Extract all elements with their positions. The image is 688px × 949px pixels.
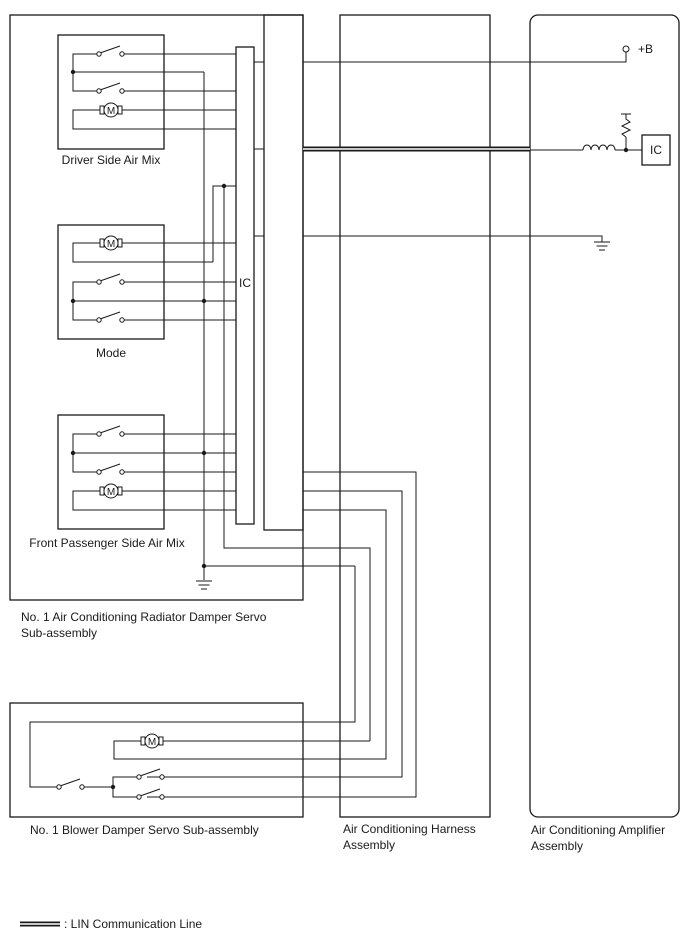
label-amplifier-ic: IC (650, 143, 662, 157)
label-harness-assembly: Air Conditioning Harness Assembly (343, 822, 479, 852)
blower-harness-wires (29, 471, 417, 798)
driver-air-mix-circuit (70, 45, 236, 130)
switch-contacts (56, 45, 630, 800)
blower-damper-servo-box (9, 702, 304, 818)
amplifier-ic-box (641, 134, 671, 166)
motor-front-passenger-air-mix: M (99, 483, 123, 499)
motor-mode: M (99, 235, 123, 251)
motor-label: M (107, 239, 115, 250)
label-driver-air-mix: Driver Side Air Mix (62, 153, 161, 167)
motor-driver-air-mix: M (99, 102, 123, 118)
label-radiator-damper-servo: No. 1 Air Conditioning Radiator Damper S… (21, 610, 270, 640)
servo-connector-strip (263, 14, 304, 531)
legend-lin-label: : LIN Communication Line (64, 917, 202, 931)
motor-label: M (148, 737, 156, 748)
amplifier-wires (254, 52, 671, 251)
label-battery: +B (638, 42, 653, 56)
motor-label: M (107, 487, 115, 498)
motor-blower-damper: M (140, 733, 164, 749)
motor-label: M (107, 106, 115, 117)
legend: : LIN Communication Line (20, 917, 202, 931)
harness-assembly-box (339, 14, 491, 818)
servo-ic-strip (235, 46, 255, 525)
servo-common-buses (196, 72, 371, 741)
label-blower-damper-servo: No. 1 Blower Damper Servo Sub-assembly (30, 823, 259, 837)
mode-circuit (70, 242, 236, 321)
label-front-passenger-air-mix: Front Passenger Side Air Mix (29, 536, 184, 550)
label-servo-ic: IC (239, 276, 251, 290)
driver-air-mix-box (57, 34, 165, 150)
label-mode: Mode (96, 346, 126, 360)
label-amplifier-assembly: Air Conditioning Amplifier Assembly (531, 823, 668, 853)
amplifier-assembly-box (529, 14, 680, 818)
front-passenger-air-mix-circuit (70, 425, 236, 511)
radiator-damper-servo-box (9, 14, 304, 601)
